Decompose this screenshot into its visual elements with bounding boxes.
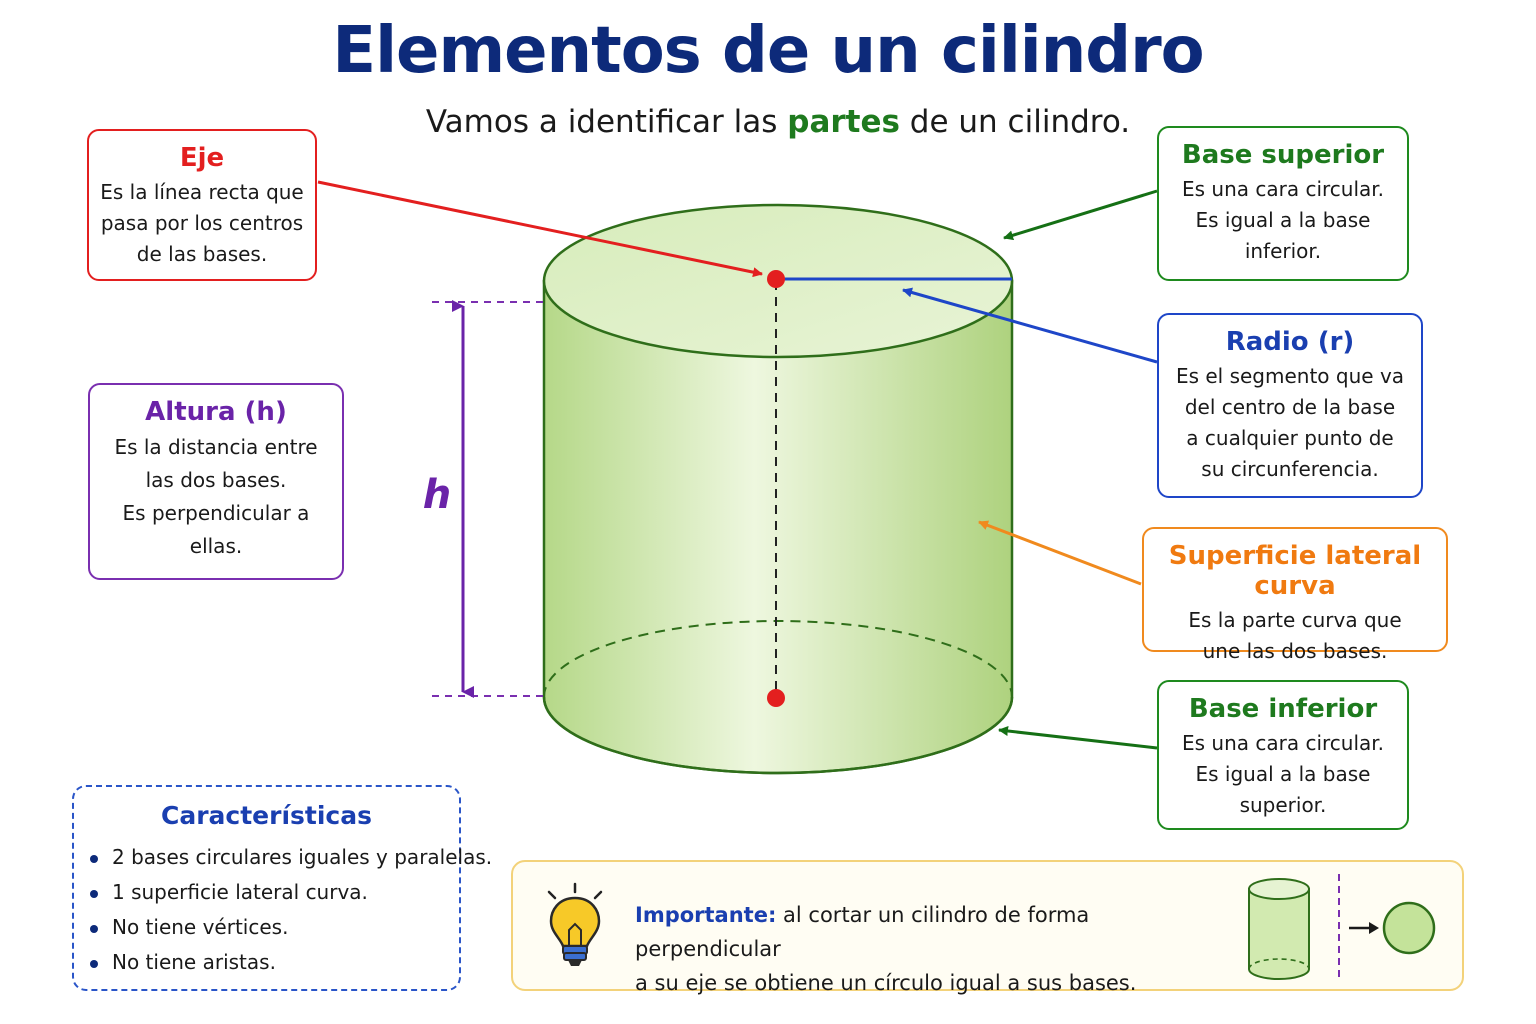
lightbulb-icon — [547, 882, 603, 966]
cylinder-bottom-base-front — [542, 696, 1014, 775]
height-label: h — [423, 472, 451, 518]
list-item: No tiene aristas. — [90, 945, 443, 980]
note-graphics — [547, 874, 1436, 980]
base-superior-pointer-arrow — [1003, 189, 1158, 241]
card-base-inferior-body: Es una cara circular. Es igual a la base… — [1181, 731, 1385, 817]
eje-pointer-arrow — [317, 180, 763, 278]
card-radio: Radio (r) Es el segmento que va del cent… — [1157, 313, 1423, 498]
card-base-inferior-title: Base inferior — [1188, 694, 1378, 724]
top-center-point — [767, 270, 785, 288]
caracteristicas-title: Características — [160, 801, 372, 830]
card-superficie-lateral: Superficie lateral curva Es la parte cur… — [1142, 527, 1448, 663]
card-eje-title: Eje — [179, 143, 225, 173]
card-altura-body: Es la distancia entre las dos bases. Es … — [114, 435, 318, 558]
page-title: Elementos de un cilindro — [332, 14, 1204, 88]
mini-cylinder-icon — [1248, 878, 1310, 980]
radio-pointer-arrow — [902, 287, 1158, 364]
note-text: Importante: al cortar un cilindro de for… — [635, 898, 1235, 1000]
card-altura-title: Altura (h) — [145, 397, 287, 427]
card-eje-body: Es la línea recta que pasa por los centr… — [100, 180, 304, 266]
card-altura: Altura (h) Es la distancia entre las dos… — [88, 383, 344, 580]
base-inferior-pointer-arrow — [998, 726, 1158, 750]
card-base-superior-body: Es una cara circular. Es igual a la base… — [1181, 177, 1385, 263]
card-base-superior: Base superior Es una cara circular. Es i… — [1157, 126, 1409, 281]
bottom-center-point — [767, 689, 785, 707]
note-text-line2: a su eje se obtiene un círculo igual a s… — [635, 971, 1137, 995]
card-radio-title: Radio (r) — [1225, 327, 1355, 357]
note-text-line1: al cortar un cilindro de forma perpendic… — [635, 903, 1090, 961]
subtitle-after: de un cilindro. — [899, 104, 1131, 140]
list-item: 1 superficie lateral curva. — [90, 875, 443, 910]
arrow-right-icon — [1349, 922, 1379, 934]
subtitle-highlight: partes — [787, 104, 900, 140]
card-superficie-lateral-body: Es la parte curva que une las dos bases. — [1188, 608, 1402, 663]
list-item: 2 bases circulares iguales y paralelas. — [90, 840, 492, 875]
cylinder-bottom-base-back — [543, 620, 1013, 698]
important-note: Importante: al cortar un cilindro de for… — [511, 860, 1464, 995]
subtitle-before: Vamos a identificar las — [425, 104, 788, 140]
card-radio-body: Es el segmento que va del centro de la b… — [1175, 364, 1405, 481]
card-base-inferior: Base inferior Es una cara circular. Es i… — [1157, 680, 1409, 830]
card-eje: Eje Es la línea recta que pasa por los c… — [87, 129, 317, 281]
list-item: No tiene vértices. — [90, 910, 443, 945]
caracteristicas-list: 2 bases circulares iguales y paralelas. … — [90, 840, 492, 980]
note-label: Importante: — [635, 903, 777, 927]
circle-icon — [1382, 901, 1436, 955]
card-superficie-lateral-title: Superficie lateral curva — [1168, 541, 1422, 601]
page-subtitle: Vamos a identificar las partes de un cil… — [0, 104, 1536, 140]
superficie-pointer-arrow — [978, 520, 1142, 586]
card-base-superior-title: Base superior — [1181, 140, 1385, 170]
card-caracteristicas: Características 2 bases circulares igual… — [72, 785, 492, 991]
